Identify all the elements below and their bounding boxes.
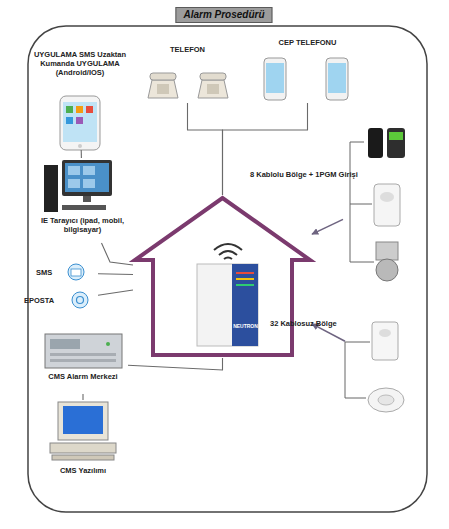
sms-node: SMS [32, 262, 98, 284]
panel-led [236, 278, 254, 280]
app-icon [86, 106, 93, 113]
mobile-phone-screen [328, 63, 346, 93]
app-icon [76, 117, 83, 124]
node-caption: CMS Yazılımı [38, 466, 128, 475]
alarm-panel-blue [232, 264, 258, 346]
node-caption: UYGULAMA SMS Uzaktan Kumanda UYGULAMA (A… [25, 50, 135, 77]
wifi-symbol [214, 244, 242, 259]
desk-phone-handset [150, 73, 176, 80]
node-caption: 8 Kablolu Bölge + 1PGM Girişi [250, 170, 358, 179]
mobile-node: CEP TELEFONU [255, 38, 360, 103]
remote-band [389, 132, 403, 140]
app-node: UYGULAMA SMS Uzaktan Kumanda UYGULAMA (A… [25, 50, 135, 150]
desk-phone-handset [200, 73, 226, 80]
wireless-pir [372, 322, 398, 360]
monitor-screen [65, 163, 109, 192]
mobile-phone-body [326, 58, 348, 100]
smartphone-screen [63, 102, 97, 142]
app-icon [66, 106, 73, 113]
connector-line [102, 243, 134, 265]
sensor-bracket [345, 342, 370, 398]
connector-line [98, 290, 133, 295]
screen-tile [68, 166, 80, 175]
connector-line [188, 103, 223, 195]
house-panel-node: NEUTRON [133, 195, 312, 358]
smartphone-body [60, 96, 100, 150]
sensor-bracket [350, 142, 374, 262]
siren-mount [376, 242, 398, 260]
node-caption: IE Tarayıcı (ipad, mobil, bilgisayar) [35, 216, 130, 234]
rack-panel [50, 339, 80, 349]
cms-center-node: CMS Alarm Merkezi [38, 332, 128, 394]
house-shape [135, 198, 310, 355]
pir-lens [380, 192, 394, 202]
home-button [78, 144, 82, 148]
siren [376, 259, 398, 281]
diagram-title: Alarm Prosedürü [175, 7, 272, 23]
node-caption: NEUTRON [233, 323, 258, 329]
at-sign-icon [77, 297, 84, 304]
desk-phone-keypad [157, 84, 169, 94]
connector-line [81, 150, 82, 158]
node-caption: 32 Kablosuz Bölge [270, 319, 337, 328]
node-caption: EPOSTA [24, 296, 54, 305]
desk-phone-body [148, 80, 178, 98]
remote-device [387, 128, 405, 158]
connector-line [82, 394, 83, 400]
crt-screen [63, 406, 103, 434]
app-icon [76, 106, 83, 113]
rack-slot [50, 353, 116, 356]
rack-led [106, 342, 110, 346]
keypad-device [368, 128, 383, 158]
cms-software-node: CMS Yazılımı [38, 400, 128, 478]
alarm-receiver-rack [45, 334, 122, 368]
desk-phone-body [198, 80, 228, 98]
keyboard [52, 455, 114, 460]
connector-line [128, 358, 223, 370]
house-outline [133, 195, 312, 358]
wireless-zone-node: 32 Kablosuz Bölge [345, 305, 425, 420]
arrow-connector [312, 219, 343, 234]
desktop-case [50, 443, 116, 453]
node-caption: CEP TELEFONU [255, 38, 360, 47]
keyboard [62, 205, 106, 210]
alarm-panel [197, 264, 258, 346]
screen-tile [68, 179, 80, 188]
rack-slot [50, 359, 116, 362]
mobile-phone-body [264, 58, 286, 100]
sms-icon [68, 264, 84, 280]
node-caption: CMS Alarm Merkezi [38, 372, 128, 381]
monitor [62, 160, 112, 196]
browser-node: IE Tarayıcı (ipad, mobil, bilgisayar) [35, 158, 130, 243]
mobile-phone-screen [266, 63, 284, 93]
pir-lens [379, 329, 391, 337]
phone-node: TELEFON [140, 45, 235, 103]
smoke-detector [368, 388, 404, 412]
connector-line [98, 273, 133, 275]
panel-led [236, 272, 254, 274]
outer-frame [28, 26, 427, 512]
email-icon [72, 292, 88, 308]
pir-sensor [374, 184, 400, 226]
smoke-detector-center [378, 395, 394, 405]
screen-tile [83, 179, 95, 188]
app-icon [66, 117, 73, 124]
panel-led [236, 284, 254, 286]
email-node: EPOSTA [22, 290, 98, 312]
monitor-stand [83, 196, 91, 202]
node-caption: SMS [36, 268, 52, 277]
screen-tile [83, 166, 95, 175]
crt-monitor [58, 402, 108, 440]
desk-phone-keypad [207, 84, 219, 94]
wired-zone-node: 8 Kablolu Bölge + 1PGM Girişi [343, 120, 425, 280]
node-caption: TELEFON [140, 45, 235, 54]
pc-tower [44, 165, 58, 212]
connector-line [223, 103, 308, 195]
envelope-icon [71, 269, 81, 276]
